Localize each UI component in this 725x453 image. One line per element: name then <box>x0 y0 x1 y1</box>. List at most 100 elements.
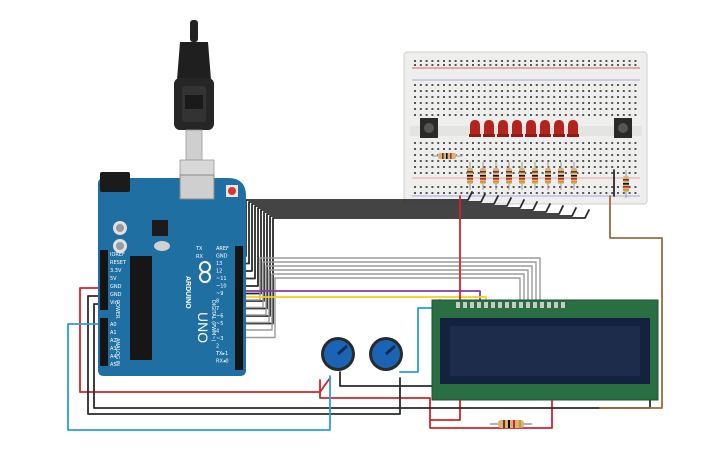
push-button[interactable] <box>614 118 632 138</box>
digital-pin-label: AREF <box>216 246 229 252</box>
digital-pin-label: TX▸1 <box>215 351 228 357</box>
breadboard-holes <box>414 60 637 194</box>
digital-pin-label: ~9 <box>216 291 223 297</box>
digital-section-label: DIGITAL (PWM~) <box>210 300 216 342</box>
digital-header <box>235 246 243 370</box>
wire-grey <box>242 273 525 331</box>
analog-pin-label: A3 <box>110 346 117 352</box>
resistor <box>532 162 538 190</box>
wire-blue <box>67 323 331 431</box>
wire-black <box>242 203 551 302</box>
led <box>511 120 523 137</box>
wire-grey <box>242 257 541 301</box>
wire-grey <box>242 269 529 324</box>
power-pin-label: Vin <box>110 300 118 306</box>
wire-grey <box>242 277 521 339</box>
analog-pin-label: A1 <box>110 330 117 336</box>
resistor <box>467 162 473 190</box>
digital-pin-label: ~3 <box>216 336 223 342</box>
digital-pin-label: ~10 <box>216 284 227 290</box>
lcd-16x2 <box>431 299 659 401</box>
digital-pin-label: 8 <box>216 299 219 305</box>
wire-black <box>242 199 525 287</box>
resistor <box>490 420 532 428</box>
arduino-logo <box>199 261 211 283</box>
digital-pin-label: 2 <box>216 344 219 350</box>
wire-black <box>242 205 564 310</box>
resistor <box>519 162 525 190</box>
digital-pin-label: ~6 <box>216 314 223 320</box>
led <box>553 120 565 137</box>
rx-label: RX <box>196 254 203 260</box>
digital-pin-label: 12 <box>216 269 222 275</box>
led <box>483 120 495 137</box>
usb-cable <box>174 20 215 197</box>
resistor <box>558 162 564 190</box>
wire-grey <box>242 265 533 316</box>
arduino-model-text: UNO <box>195 312 211 343</box>
power-pin-label: 5V <box>110 276 117 282</box>
digital-pin-label: ~11 <box>216 276 227 282</box>
breadboard <box>403 51 648 205</box>
led <box>567 120 579 137</box>
analog-pin-label: A5 <box>110 362 117 368</box>
wires <box>67 169 663 431</box>
resistor <box>571 162 577 190</box>
power-section-label: POWER <box>114 300 120 319</box>
power-pin-label: GND <box>110 292 122 298</box>
analog-header <box>100 318 108 366</box>
digital-pin-label: RX◂0 <box>216 359 229 365</box>
wire-black <box>93 303 651 409</box>
analog-pin-label: A2 <box>110 338 117 344</box>
tx-label: TX <box>195 246 203 252</box>
potentiometer[interactable] <box>369 337 403 371</box>
wire-black <box>242 197 512 280</box>
power-pin-label: IOREF <box>110 252 125 258</box>
resistor <box>493 162 499 190</box>
digital-pin-label: ~5 <box>216 321 223 327</box>
power-jack <box>100 172 130 192</box>
power-pin-labels: IOREF RESET 3.3V 5V GND GND Vin <box>110 252 127 306</box>
resistor <box>432 153 462 159</box>
potentiometer[interactable] <box>321 337 355 371</box>
led <box>497 120 509 137</box>
analog-section-label: ANALOG IN <box>114 338 120 366</box>
resistor <box>480 162 486 190</box>
resistor <box>545 162 551 190</box>
power-pin-label: RESET <box>110 260 127 266</box>
wire-black <box>242 209 590 325</box>
breadboard-resistors <box>432 153 629 198</box>
led-row <box>469 120 579 137</box>
power-pin-label: 3.3V <box>110 268 122 274</box>
digital-pin-label: 7 <box>216 306 219 312</box>
wire-black <box>242 207 577 317</box>
usb-port <box>179 174 215 200</box>
wire-black <box>242 193 486 265</box>
analog-pin-label: A0 <box>110 322 117 328</box>
arduino-logo-text: ARDUINO <box>184 276 191 309</box>
wire-red <box>79 287 331 393</box>
wire-black <box>242 195 499 272</box>
led <box>469 120 481 137</box>
resistor <box>623 170 629 198</box>
power-pin-label: GND <box>110 284 122 290</box>
arduino-uno-board: ARDUINO UNO DIGITAL (PWM~) POWER ANALOG … <box>98 172 246 376</box>
resistor <box>506 162 512 190</box>
digital-pin-label: 4 <box>216 329 219 335</box>
led <box>539 120 551 137</box>
atmega-chip <box>130 256 152 360</box>
wire-brown <box>599 195 663 409</box>
analog-pin-label: A4 <box>110 354 117 360</box>
wire-black <box>87 295 401 415</box>
wire-grey <box>242 261 537 309</box>
digital-pin-label: 13 <box>216 261 222 267</box>
power-header <box>100 250 108 310</box>
led <box>525 120 537 137</box>
reset-button[interactable] <box>228 187 236 195</box>
lcd-pin-header <box>456 302 565 308</box>
push-button[interactable] <box>420 118 438 138</box>
lcd-screen <box>450 326 640 376</box>
